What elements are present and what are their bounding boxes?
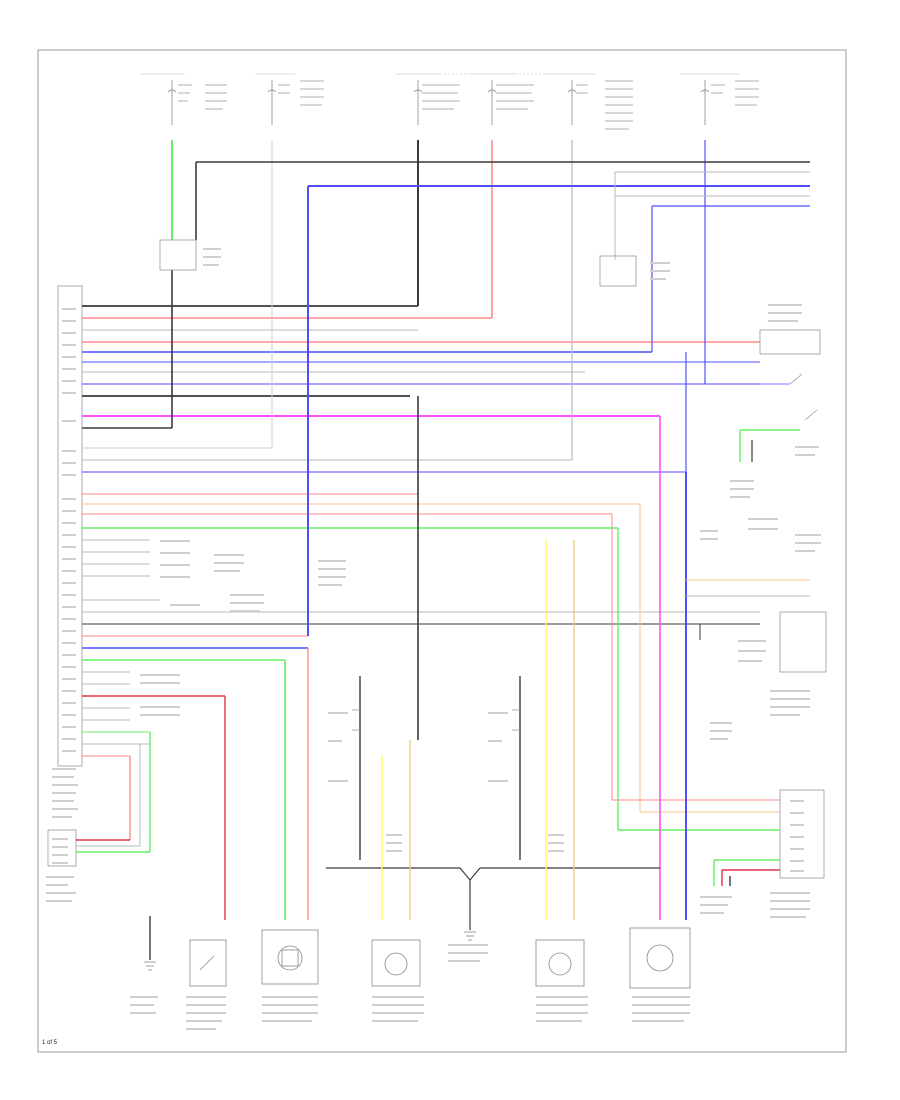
relay-top-right bbox=[599, 255, 670, 287]
fuse-symbols bbox=[167, 80, 710, 125]
sensor-leads bbox=[76, 396, 575, 960]
ground-bus bbox=[326, 867, 660, 930]
ecu-pin-wires bbox=[82, 305, 760, 757]
diagram-border bbox=[37, 49, 847, 1053]
bottom-label-blocks bbox=[130, 944, 690, 1030]
vertical-feed-wires bbox=[171, 140, 706, 636]
relay-top-left bbox=[159, 239, 221, 271]
top-bus-lines bbox=[196, 161, 810, 352]
right-side-components bbox=[700, 304, 827, 740]
top-fuse-labels bbox=[140, 73, 740, 75]
coil-symbols bbox=[328, 709, 564, 852]
bottom-sensors bbox=[144, 927, 691, 989]
middle-left-labels bbox=[140, 540, 346, 716]
ecu-connector-block bbox=[52, 285, 83, 818]
fuse-text-blocks bbox=[178, 80, 759, 130]
footer-code: 1 of 5 bbox=[42, 1040, 58, 1046]
lower-left-connector bbox=[46, 829, 77, 902]
right-vertical-wires bbox=[659, 352, 810, 920]
right-lower-connector bbox=[611, 504, 825, 918]
